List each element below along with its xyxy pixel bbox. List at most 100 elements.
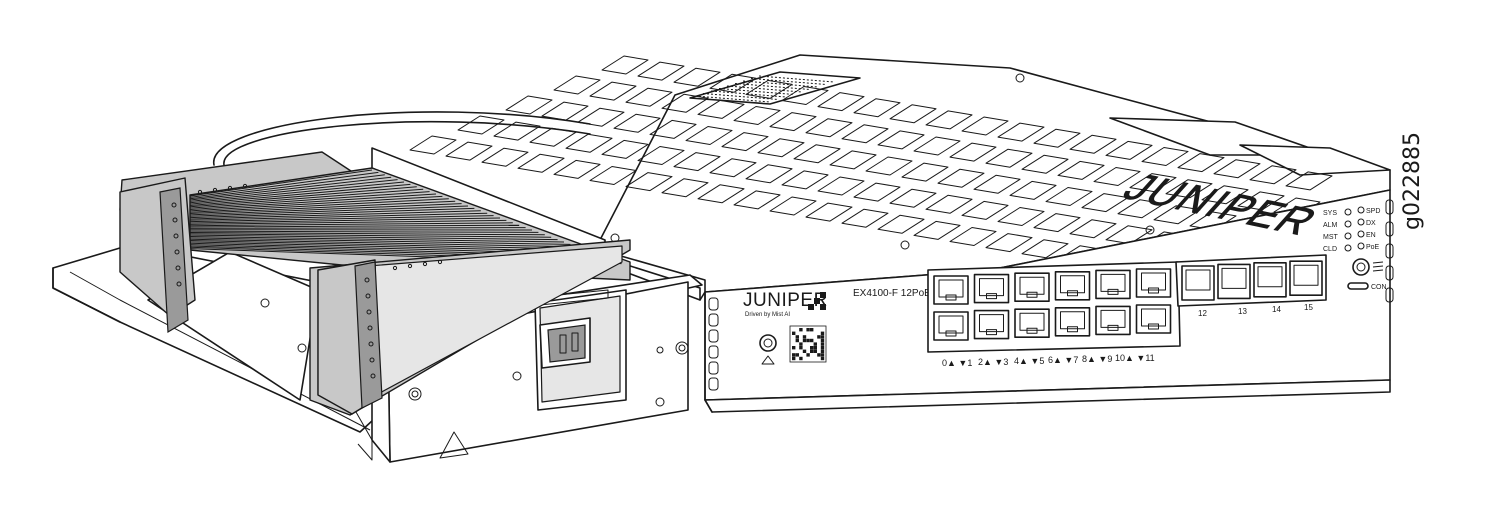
rj45-socket xyxy=(938,279,964,298)
psu-rib xyxy=(189,186,417,206)
psu-rib xyxy=(189,222,513,227)
vent-line xyxy=(742,80,819,88)
heatsink-fin xyxy=(1093,167,1141,186)
rj45-latch xyxy=(945,330,957,337)
model-label: EX4100-F 12PoE+ xyxy=(853,288,937,299)
rj45-latch xyxy=(1026,327,1038,334)
sfp-ports xyxy=(1181,260,1323,301)
heatsink-fin xyxy=(697,184,745,204)
qr-cell xyxy=(813,346,817,350)
rj45-latch xyxy=(1148,323,1159,330)
heatsink-fin xyxy=(685,126,733,145)
psu-rib xyxy=(189,205,469,217)
rj45-port xyxy=(1014,308,1050,339)
heatsink-fin xyxy=(721,132,769,152)
heatsink-fin xyxy=(457,115,505,135)
heatsink-fin xyxy=(937,168,985,188)
qr-cell xyxy=(802,349,807,353)
brand-tagline: Driven by Mist AI xyxy=(745,312,790,318)
heatsink-fin xyxy=(493,121,541,141)
heatsink-fin xyxy=(1153,205,1201,225)
heatsink-fin xyxy=(985,148,1033,168)
heatsink-fin xyxy=(877,214,925,234)
heatsink-fin xyxy=(625,172,673,192)
psu-rib xyxy=(189,195,443,212)
heatsink-fin xyxy=(661,93,709,113)
heatsink-fin xyxy=(673,152,721,172)
vent-line xyxy=(734,83,811,90)
heatsink-fin xyxy=(649,119,697,139)
heatsink-fin xyxy=(733,106,781,125)
qr-cell xyxy=(806,338,810,343)
qr-cell xyxy=(792,356,796,361)
led-label: SPD xyxy=(1366,208,1380,215)
heatsink-fin xyxy=(481,147,529,167)
psu-rib xyxy=(189,179,398,202)
heatsink-fin xyxy=(889,188,937,208)
rj45-socket xyxy=(979,314,1004,333)
led-label: EN xyxy=(1366,232,1376,239)
heatsink-fin xyxy=(673,67,721,87)
psu-rib xyxy=(189,227,526,229)
mode-button[interactable] xyxy=(1352,258,1370,276)
heatsink-fin xyxy=(997,122,1045,142)
port-label: 0▲ ▼1 xyxy=(942,358,972,368)
port-label: 4▲ ▼5 xyxy=(1014,356,1044,366)
sfp-port xyxy=(1181,265,1215,301)
console-port[interactable] xyxy=(1347,282,1369,290)
heatsink-fin xyxy=(973,174,1021,194)
port-label: 8▲ ▼9 xyxy=(1082,354,1112,364)
heatsink-fin xyxy=(1165,179,1213,199)
heatsink-fin xyxy=(1033,213,1081,233)
psu-rib xyxy=(189,240,584,250)
qr-cell xyxy=(795,353,799,357)
heatsink-fin xyxy=(877,130,925,150)
heatsink-fin xyxy=(589,81,637,101)
psu-rib xyxy=(189,181,405,204)
qr-cell xyxy=(820,335,825,339)
psu-rib xyxy=(189,203,462,216)
heatsink-fin xyxy=(901,162,949,182)
status-led-labels: SYS ALM MST CLD SPD DX EN PoE xyxy=(1323,206,1380,253)
rj45-port xyxy=(1095,305,1131,336)
heatsink-fin xyxy=(1069,219,1117,239)
psu-rib xyxy=(189,191,430,209)
heatsink-fin xyxy=(565,133,613,153)
switch-chassis: JUNIPER Driven by Mist AI EX4100-F 12PoE… xyxy=(371,54,1394,413)
qr-cell xyxy=(795,338,799,343)
sfp-port xyxy=(1217,263,1251,300)
led-label: PoE xyxy=(1366,244,1380,251)
psu-rib xyxy=(189,176,392,201)
qr-cell xyxy=(813,342,817,346)
heatsink-fin xyxy=(1129,173,1177,193)
sfp-cage xyxy=(1185,269,1211,291)
heatsink-fin xyxy=(829,150,877,170)
logo-mark xyxy=(808,292,826,310)
sfp-label: 14 xyxy=(1272,305,1281,314)
heatsink-fin xyxy=(757,138,805,158)
port-label: 10▲ ▼11 xyxy=(1115,353,1155,363)
heatsink-fin xyxy=(661,178,709,198)
rj45-socket xyxy=(1100,309,1126,328)
heatsink-fin xyxy=(997,207,1045,226)
front-right-leds xyxy=(1385,199,1394,303)
rj45-socket xyxy=(1060,275,1085,294)
heatsink-fin xyxy=(1021,154,1069,174)
heatsink-fin xyxy=(553,75,601,95)
psu-rib xyxy=(189,237,571,245)
power-supply-unit xyxy=(119,151,631,416)
heatsink-fin xyxy=(985,233,1033,253)
heatsink-fin xyxy=(961,200,1009,220)
rj45-latch xyxy=(986,293,997,300)
port-label: 2▲ ▼3 xyxy=(978,357,1008,367)
heatsink-fin xyxy=(589,166,637,185)
qr-cell xyxy=(802,335,807,339)
rj45-port xyxy=(973,273,1010,304)
qr-cell xyxy=(813,349,817,353)
heatsink-fin xyxy=(1141,147,1189,166)
led-label: DX xyxy=(1366,220,1376,227)
heatsink-fin xyxy=(781,170,829,190)
reset-button[interactable] xyxy=(759,334,777,352)
rj45-labels: 0▲ ▼1 2▲ ▼3 4▲ ▼5 6▲ ▼7 8▲ ▼9 10▲ ▼11 xyxy=(942,353,1155,368)
